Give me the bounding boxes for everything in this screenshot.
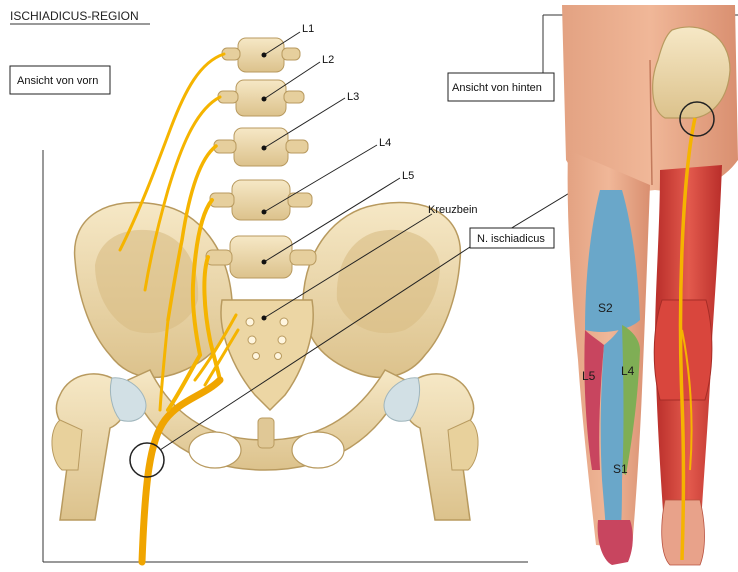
label-l2: L2 <box>322 54 334 66</box>
nerve-label: N. ischiadicus <box>477 233 545 245</box>
right-trochanter <box>448 420 478 470</box>
label-l5: L5 <box>402 170 414 182</box>
left-obturator <box>189 432 241 468</box>
nerve-label-box: N. ischiadicus <box>470 228 554 248</box>
pubic-symphysis <box>258 418 274 448</box>
back-view-label: Ansicht von hinten <box>452 82 542 94</box>
dermatome-foot <box>598 520 633 565</box>
front-view-label: Ansicht von vorn <box>17 75 98 87</box>
back-view-legs <box>562 5 738 565</box>
lumbar-spine <box>206 38 316 278</box>
zone-label-l5: L5 <box>582 369 596 383</box>
zone-label-s1: S1 <box>613 462 628 476</box>
vertebra-l1 <box>222 38 300 72</box>
zone-label-l4: L4 <box>621 364 635 378</box>
right-obturator <box>292 432 344 468</box>
front-view-box: Ansicht von vorn <box>10 66 110 94</box>
vertebra-l3 <box>214 128 308 166</box>
label-l4: L4 <box>379 137 391 149</box>
vertebra-l2 <box>218 80 304 116</box>
left-trochanter <box>52 420 82 470</box>
back-pelvis <box>653 27 730 118</box>
page-title: ISCHIADICUS-REGION <box>10 9 139 23</box>
label-l1: L1 <box>302 23 314 35</box>
label-l3: L3 <box>347 91 359 103</box>
label-kreuzbein: Kreuzbein <box>428 204 478 216</box>
zone-label-s2: S2 <box>598 301 613 315</box>
vertebra-l4 <box>210 180 312 220</box>
back-view-box: Ansicht von hinten <box>448 73 554 101</box>
